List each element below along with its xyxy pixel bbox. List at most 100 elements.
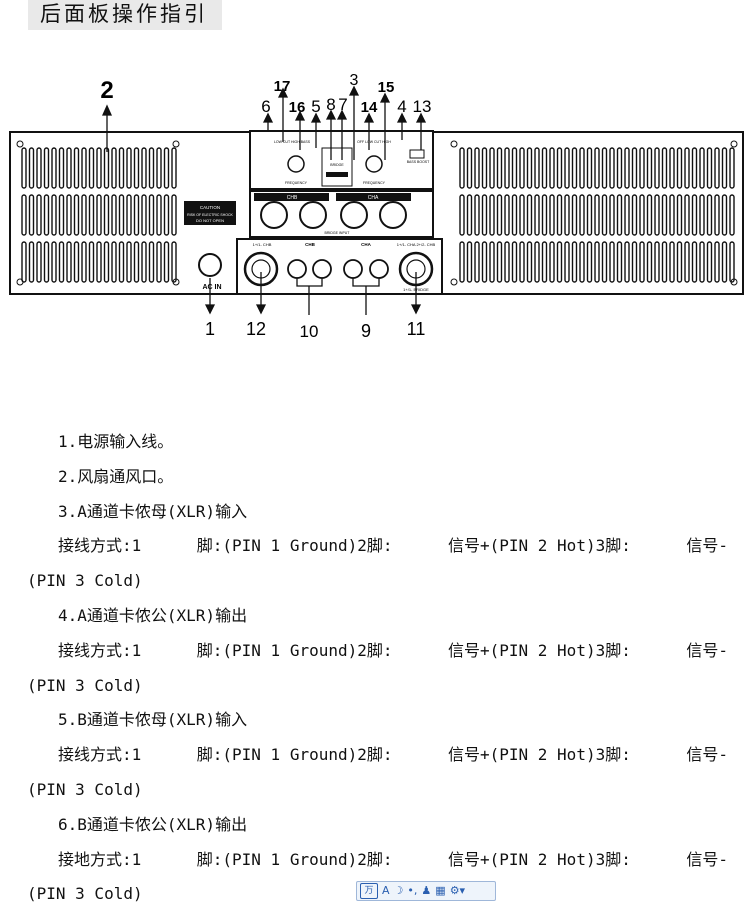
chb-header	[254, 193, 329, 201]
wiring-pin2: 信号+(PIN 2 Hot)3脚:	[447, 536, 631, 556]
punctuation-icon[interactable]: •,	[407, 884, 418, 897]
vent-slot	[541, 241, 548, 283]
instruction-list: 1.电源输入线。 2.风扇通风口。 3.A通道卡侬母(XLR)输入 接线方式:1…	[0, 425, 750, 912]
vent-slot	[706, 241, 713, 283]
xlr-b-female	[260, 201, 288, 229]
vent-slot	[721, 194, 728, 236]
ime-toolbar[interactable]: 万 A ☽ •, ♟ ▦ ⚙▾	[356, 881, 496, 901]
vent-slot	[609, 241, 615, 283]
xlr-a-male	[379, 201, 407, 229]
list-item-wrap: (PIN 3 Cold)	[27, 571, 143, 591]
vent-slot	[669, 241, 675, 283]
screw	[16, 140, 24, 148]
vent-slot	[661, 147, 668, 189]
vent-slot	[579, 241, 585, 283]
wiring-method: 接线方式:1	[58, 536, 142, 556]
callout-11: 11	[407, 319, 426, 339]
bridge-switch-box	[321, 147, 353, 187]
vent-slot	[171, 241, 177, 283]
ac-in-label: AC IN	[202, 284, 221, 291]
vent-slot	[684, 147, 690, 189]
vent-slot	[126, 241, 132, 283]
vent-slot	[661, 194, 668, 236]
vent-slot	[699, 241, 705, 283]
vent-slot	[729, 241, 735, 283]
vent-slot	[661, 241, 668, 283]
vent-slot	[511, 194, 518, 236]
vent-slot	[721, 241, 728, 283]
vent-slot	[73, 241, 80, 283]
vent-slot	[148, 147, 155, 189]
vent-slot	[654, 147, 660, 189]
vent-slot	[534, 194, 540, 236]
callout-2: 2	[100, 77, 113, 104]
vent-slot	[631, 147, 638, 189]
xlr-a-female	[340, 201, 368, 229]
vent-slot	[616, 241, 623, 283]
screw	[450, 140, 458, 148]
ime-mode-button[interactable]: A	[382, 884, 390, 897]
out-cha-label: CHA	[361, 242, 371, 247]
vent-slot	[699, 194, 705, 236]
out-chb-label: CHB	[305, 242, 315, 247]
wiring-pin2: 信号+(PIN 2 Hot)3脚:	[447, 640, 631, 660]
settings-icon[interactable]: ⚙▾	[449, 884, 466, 897]
vent-slot	[556, 147, 563, 189]
vent-slot	[481, 194, 488, 236]
moon-icon[interactable]: ☽	[393, 884, 404, 897]
vent-slot	[66, 194, 72, 236]
vent-slot	[519, 241, 525, 283]
vent-slot	[163, 241, 170, 283]
keyboard-icon[interactable]: ▦	[435, 884, 446, 897]
fan-vent-left	[21, 147, 177, 283]
vent-slot	[699, 147, 705, 189]
vent-slot	[669, 194, 675, 236]
vent-slot	[156, 241, 162, 283]
ime-logo-icon[interactable]: 万	[360, 883, 378, 899]
vent-slot	[556, 194, 563, 236]
vent-slot	[459, 194, 465, 236]
vent-slot	[579, 194, 585, 236]
vent-slot	[526, 241, 533, 283]
bridge-switch	[326, 172, 348, 177]
vent-slot	[654, 241, 660, 283]
vent-slot	[133, 147, 140, 189]
vent-slot	[103, 241, 110, 283]
vent-slot	[601, 194, 608, 236]
vent-slot	[519, 147, 525, 189]
vent-slot	[631, 241, 638, 283]
vent-slot	[691, 241, 698, 283]
vent-slot	[133, 194, 140, 236]
vent-slot	[148, 194, 155, 236]
list-item: 1.电源输入线。	[58, 432, 174, 451]
vent-slot	[58, 147, 65, 189]
xlr-b-male	[299, 201, 327, 229]
vent-slot	[549, 147, 555, 189]
vent-slot	[28, 147, 35, 189]
vent-slot	[534, 147, 540, 189]
vent-slot	[51, 241, 57, 283]
vent-slot	[706, 147, 713, 189]
vent-slot	[504, 241, 510, 283]
out-b-label: 1+/1- CHB	[253, 242, 272, 247]
frequency-a-label: FREQUENCY	[363, 181, 386, 185]
vent-slot	[141, 194, 147, 236]
vent-slot	[721, 147, 728, 189]
vent-slot	[564, 147, 570, 189]
list-item-wrap: (PIN 3 Cold)	[27, 884, 143, 904]
wiring-method: 接线方式:1	[58, 640, 142, 660]
vent-slot	[639, 194, 645, 236]
output-box	[236, 238, 443, 295]
vent-slot	[616, 147, 623, 189]
vent-slot	[729, 147, 735, 189]
bass-boost-switch	[409, 149, 425, 159]
vent-slot	[571, 241, 578, 283]
bridge-input-label: BRIDGE INPUT	[325, 231, 351, 235]
cha-header	[336, 193, 411, 201]
vent-slot	[148, 241, 155, 283]
vent-slot	[519, 194, 525, 236]
vent-slot	[58, 194, 65, 236]
vent-slot	[496, 147, 503, 189]
vent-slot	[526, 194, 533, 236]
user-icon[interactable]: ♟	[421, 884, 432, 897]
